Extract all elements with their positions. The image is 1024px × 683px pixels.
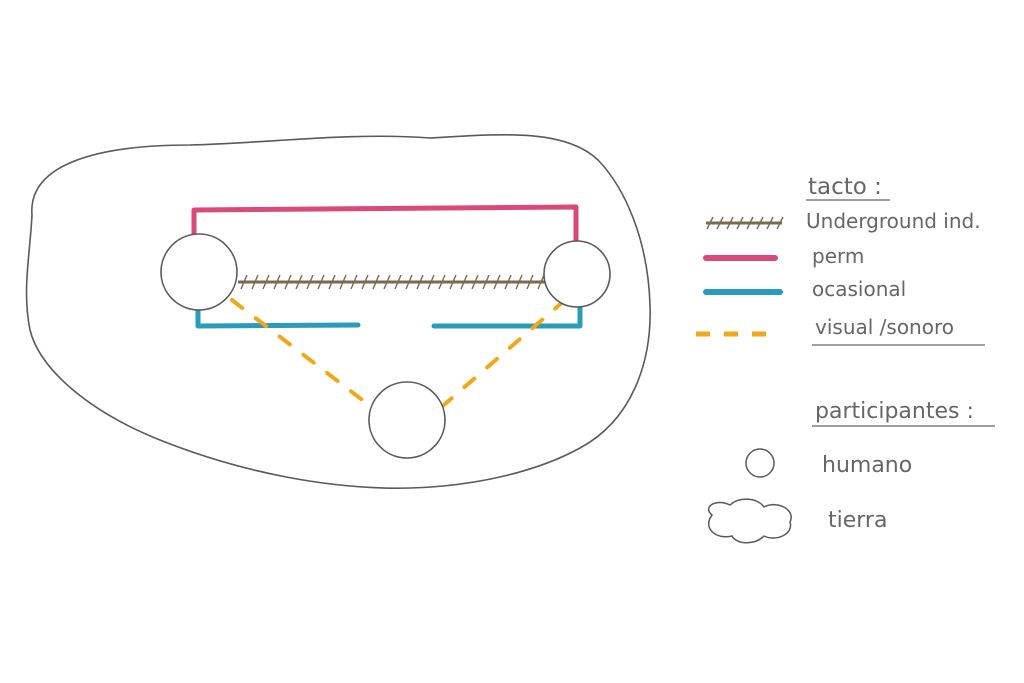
hatch-tick xyxy=(460,274,468,290)
hatch-tick xyxy=(251,274,259,290)
visual-contact-line-right xyxy=(436,298,567,412)
human-node-right xyxy=(543,240,611,308)
hatch-tick xyxy=(427,274,435,290)
hatch-tick xyxy=(726,216,734,230)
hatch-tick xyxy=(706,216,714,230)
legend-permanent-label: perm xyxy=(812,244,864,268)
hatch-tick xyxy=(526,274,534,290)
hatch-tick xyxy=(295,274,303,290)
occasional-contact-line-right xyxy=(431,299,583,329)
hatch-tick xyxy=(306,274,314,290)
hatch-tick xyxy=(394,274,402,290)
occasional-contact-line-left xyxy=(195,297,361,329)
hatch-tick xyxy=(471,274,479,290)
hatch-tick xyxy=(262,274,270,290)
legend-occasional-label: ocasional xyxy=(812,277,906,301)
hatch-tick xyxy=(766,216,774,230)
hatch-tick xyxy=(449,274,457,290)
human-node-left xyxy=(160,233,238,311)
hatch-tick xyxy=(372,274,380,290)
hatch-tick xyxy=(537,274,545,290)
legend: tacto : Underground ind. perm ocasional … xyxy=(696,174,995,544)
legend-contact-heading: tacto : xyxy=(808,174,882,200)
hatch-tick xyxy=(405,274,413,290)
hatch-tick xyxy=(317,274,325,290)
hatch-tick xyxy=(776,216,784,230)
hatch-tick xyxy=(482,274,490,290)
hatch-tick xyxy=(416,274,424,290)
hatch-tick xyxy=(273,274,281,290)
legend-human-circle-icon xyxy=(745,448,775,478)
earth-region xyxy=(25,133,651,489)
hatch-tick xyxy=(504,274,512,290)
legend-underground-swatch xyxy=(706,216,784,230)
hatch-tick xyxy=(716,216,724,230)
legend-participants-heading: participantes : xyxy=(815,399,974,424)
permanent-contact-line xyxy=(191,204,579,253)
legend-earth-cloud-icon xyxy=(707,498,792,544)
hatch-tick xyxy=(438,274,446,290)
hatch-tick xyxy=(339,274,347,290)
hatch-tick xyxy=(328,274,336,290)
hatch-tick xyxy=(350,274,358,290)
hatch-tick xyxy=(736,216,744,230)
legend-visual-label: visual /sonoro xyxy=(815,315,954,339)
hatch-tick xyxy=(493,274,501,290)
hatch-tick xyxy=(746,216,754,230)
legend-earth-label: tierra xyxy=(828,508,887,533)
hatch-tick xyxy=(383,274,391,290)
hatch-tick xyxy=(756,216,764,230)
legend-human-label: humano xyxy=(822,453,912,478)
hatch-tick xyxy=(361,274,369,290)
hatch-tick xyxy=(515,274,523,290)
visual-contact-line-left xyxy=(230,298,380,414)
underground-contact-line xyxy=(238,274,550,290)
human-node-bottom xyxy=(368,381,446,459)
legend-underground-label: Underground ind. xyxy=(806,209,981,233)
hatch-tick xyxy=(284,274,292,290)
hatch-tick xyxy=(240,274,248,290)
